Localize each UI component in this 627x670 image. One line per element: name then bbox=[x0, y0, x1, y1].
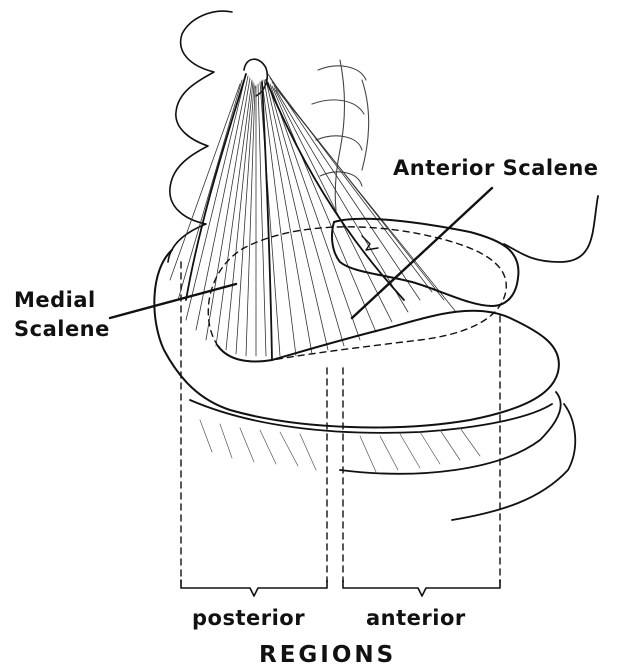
medial-scalene-label: Medial Scalene bbox=[14, 286, 110, 344]
anterior-scalene-label: Anterior Scalene bbox=[393, 156, 599, 180]
intercostal-hatching bbox=[200, 420, 480, 472]
scalene-fibers bbox=[170, 74, 456, 356]
anterior-region-brace bbox=[343, 580, 500, 596]
anterior-region-label: anterior bbox=[366, 606, 466, 630]
medial-scalene-leader-line bbox=[110, 284, 236, 318]
posterior-region-label: posterior bbox=[192, 606, 305, 630]
medial-scalene-label-line2: Scalene bbox=[14, 315, 110, 344]
skin-contour bbox=[504, 196, 598, 262]
posterior-region-brace bbox=[181, 580, 327, 596]
first-rib bbox=[154, 250, 559, 427]
third-rib bbox=[452, 404, 575, 520]
rib-inner-dashed bbox=[208, 227, 506, 360]
medial-scalene-label-line1: Medial bbox=[14, 286, 110, 315]
regions-caption: REGIONS bbox=[259, 642, 396, 668]
